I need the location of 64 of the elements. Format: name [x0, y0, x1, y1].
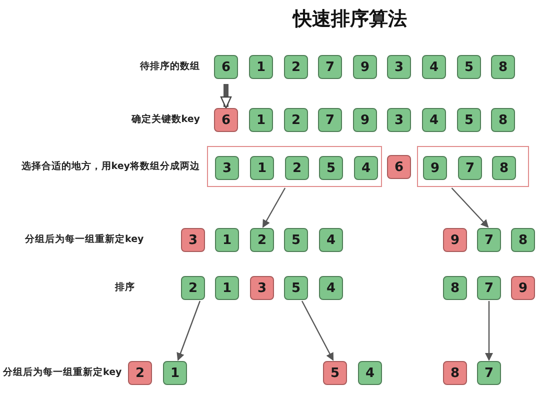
number-box: 8	[492, 156, 516, 180]
number-box: 5	[457, 55, 481, 79]
number-box: 8	[491, 55, 515, 79]
key-number-box: 3	[250, 276, 274, 300]
number-box: 8	[443, 276, 467, 300]
number-box: 4	[358, 361, 382, 385]
number-box: 5	[284, 228, 308, 252]
number-box: 7	[477, 361, 501, 385]
row-label: 排序	[115, 281, 135, 294]
arrow	[451, 188, 489, 228]
group-frame	[417, 146, 529, 187]
title: 快速排序算法	[291, 7, 408, 32]
number-box: 4	[422, 55, 446, 79]
key-number-box: 9	[443, 228, 467, 252]
row-label: 选择合适的地方，用key将数组分成两边	[21, 160, 200, 173]
number-box: 9	[423, 156, 447, 180]
number-box: 1	[215, 228, 239, 252]
row-label: 分组后为每一组重新定key	[25, 233, 144, 246]
arrow	[176, 300, 201, 361]
number-box: 6	[214, 55, 238, 79]
number-box: 8	[511, 228, 535, 252]
number-box: 8	[491, 108, 515, 132]
number-box: 1	[249, 55, 273, 79]
key-number-box: 5	[323, 361, 347, 385]
number-box: 7	[477, 276, 501, 300]
number-box: 4	[319, 228, 343, 252]
number-box: 5	[457, 108, 481, 132]
key-number-box: 3	[181, 228, 205, 252]
number-box: 7	[458, 156, 482, 180]
number-box: 4	[319, 276, 343, 300]
pointer-arrow	[220, 84, 232, 109]
number-box: 1	[215, 276, 239, 300]
row-label: 待排序的数组	[140, 60, 200, 73]
number-box: 3	[387, 55, 411, 79]
key-number-box: 8	[443, 361, 467, 385]
key-number-box: 9	[511, 276, 535, 300]
number-box: 1	[249, 108, 273, 132]
number-box: 9	[353, 55, 377, 79]
number-box: 7	[477, 228, 501, 252]
number-box: 7	[318, 108, 342, 132]
row-label: 分组后为每一组重新定key	[3, 366, 122, 379]
group-frame	[207, 146, 382, 187]
key-number-box: 6	[214, 108, 238, 132]
arrow	[301, 300, 334, 361]
number-box: 2	[284, 108, 308, 132]
number-box: 5	[284, 276, 308, 300]
number-box: 2	[181, 276, 205, 300]
number-box: 2	[285, 156, 309, 180]
number-box: 4	[354, 156, 378, 180]
number-box: 3	[387, 108, 411, 132]
number-box: 5	[319, 156, 343, 180]
number-box: 7	[318, 55, 342, 79]
arrow	[262, 188, 286, 228]
number-box: 4	[422, 108, 446, 132]
arrow	[485, 301, 493, 361]
row-label: 确定关键数key	[131, 113, 200, 126]
number-box: 1	[163, 361, 187, 385]
number-box: 1	[250, 156, 274, 180]
number-box: 2	[284, 55, 308, 79]
key-number-box: 6	[387, 155, 411, 179]
number-box: 3	[215, 156, 239, 180]
key-number-box: 2	[128, 361, 152, 385]
number-box: 2	[250, 228, 274, 252]
number-box: 9	[353, 108, 377, 132]
